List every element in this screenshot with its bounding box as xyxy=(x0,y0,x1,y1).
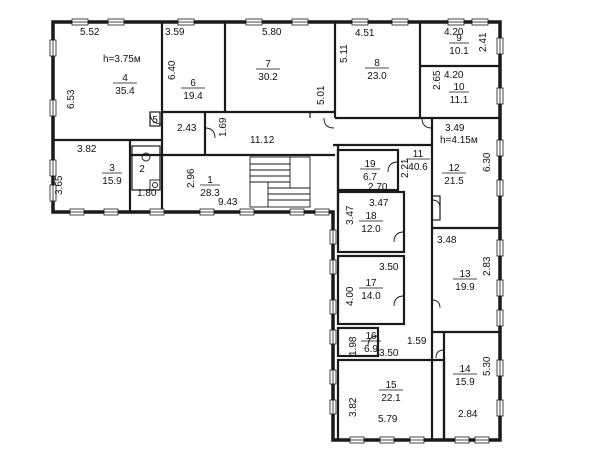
room-number-11: 11 xyxy=(413,149,424,160)
dim: 3.47 xyxy=(369,198,389,209)
room-number-5: 5 xyxy=(152,115,158,126)
dim: 2.41 xyxy=(478,32,489,52)
room-number-19: 19 xyxy=(364,159,376,170)
dim: 3.82 xyxy=(77,144,97,155)
room-area-1: 28.3 xyxy=(200,188,220,199)
dim: 9.43 xyxy=(218,197,238,208)
room-number-14: 14 xyxy=(459,364,471,375)
dim: 2.70 xyxy=(368,182,388,193)
dim: 3.49 xyxy=(445,123,465,134)
windows xyxy=(49,18,504,444)
room-labels: 1 28.3 2 3 15.9 4 35.4 5 6 19.4 7 30.2 8… xyxy=(102,33,477,404)
dim: 2.21 xyxy=(400,158,411,178)
ceiling-height-left: h=3.75м xyxy=(103,54,141,65)
toilet-icon xyxy=(141,152,161,191)
staircase xyxy=(249,156,311,208)
dim: 2.43 xyxy=(177,123,197,134)
dim: 5.01 xyxy=(316,85,327,105)
room-area-10: 11.1 xyxy=(450,95,469,106)
room-area-12: 21.5 xyxy=(444,176,464,187)
dim: 3.65 xyxy=(54,175,65,195)
dim: 3.47 xyxy=(345,205,356,225)
dim: 2.65 xyxy=(432,70,443,90)
room-area-8: 23.0 xyxy=(367,71,387,82)
room-number-7: 7 xyxy=(265,59,271,70)
room-area-9: 10.1 xyxy=(449,46,469,57)
wall xyxy=(336,326,380,358)
room-number-6: 6 xyxy=(190,78,196,89)
room-area-15: 22.1 xyxy=(381,393,401,404)
room-area-17: 14.0 xyxy=(361,291,381,302)
dim: 1.69 xyxy=(218,117,229,137)
dim: 6.53 xyxy=(66,89,77,109)
room-number-2: 2 xyxy=(139,164,145,175)
column xyxy=(149,111,161,127)
dim: 11.12 xyxy=(250,135,275,146)
dim: 3.48 xyxy=(437,235,457,246)
room-area-6: 19.4 xyxy=(183,91,203,102)
room-number-4: 4 xyxy=(122,73,128,84)
outer-wall xyxy=(51,20,502,442)
dim: 2.96 xyxy=(186,168,197,188)
room-number-16: 16 xyxy=(365,331,377,342)
dim: 1.80 xyxy=(137,188,157,199)
room-area-3: 15.9 xyxy=(102,176,122,187)
room-area-14: 15.9 xyxy=(455,377,475,388)
dim: 2.84 xyxy=(458,409,478,420)
room-area-4: 35.4 xyxy=(115,86,135,97)
room-number-13: 13 xyxy=(459,269,471,280)
room-number-18: 18 xyxy=(365,211,377,222)
dim: 3.50 xyxy=(379,262,399,273)
dim: 2.83 xyxy=(482,256,493,276)
wall xyxy=(131,145,161,191)
dim: 4.00 xyxy=(345,286,356,306)
dim: 6.30 xyxy=(482,152,493,172)
dim: 6.40 xyxy=(167,60,178,80)
ceiling-height-right: h=4.15м xyxy=(440,135,478,146)
room-area-19: 6.7 xyxy=(363,172,377,183)
dimension-labels-vertical: 5.11 2.41 2.65 6.53 6.40 5.01 2.43 1.69 … xyxy=(54,32,493,417)
dimension-labels: 5.52 3.59 5.80 4.51 4.20 4.20 11.12 3.49… xyxy=(77,27,478,425)
room-number-3: 3 xyxy=(109,163,115,174)
room-number-17: 17 xyxy=(365,278,377,289)
dim: 3.82 xyxy=(348,397,359,417)
room-area-18: 12.0 xyxy=(361,224,381,235)
wall xyxy=(336,190,406,254)
column xyxy=(431,195,441,221)
dim: 1.98 xyxy=(348,336,359,356)
dim: 3.59 xyxy=(165,27,185,38)
room-number-15: 15 xyxy=(385,380,397,391)
room-area-13: 19.9 xyxy=(455,282,475,293)
dim: 5.52 xyxy=(80,27,100,38)
room-number-10: 10 xyxy=(453,82,465,93)
dim: 5.80 xyxy=(262,27,282,38)
dim: 3.50 xyxy=(379,348,399,359)
dim: 5.79 xyxy=(378,414,398,425)
room-area-11: 40.6 xyxy=(408,162,428,173)
dim: 1.59 xyxy=(407,336,427,347)
room-area-16: 6.9 xyxy=(364,344,378,355)
room-number-8: 8 xyxy=(374,58,380,69)
wall xyxy=(336,254,406,326)
dim: 4.51 xyxy=(355,28,375,39)
dim: 5.30 xyxy=(482,356,493,376)
room-number-1: 1 xyxy=(207,175,213,186)
dim: 5.11 xyxy=(339,44,350,63)
room-area-7: 30.2 xyxy=(258,72,278,83)
dim: 4.20 xyxy=(444,70,464,81)
dim: 4.20 xyxy=(444,27,464,38)
wall xyxy=(336,148,400,192)
room-number-12: 12 xyxy=(448,163,460,174)
room-number-9: 9 xyxy=(456,33,462,44)
